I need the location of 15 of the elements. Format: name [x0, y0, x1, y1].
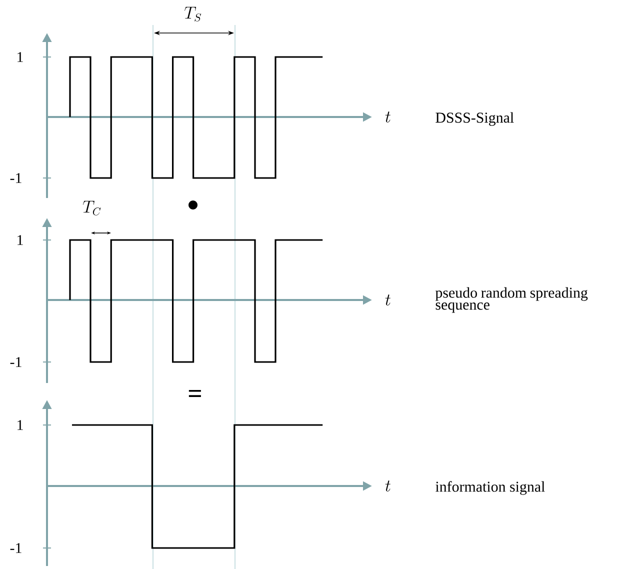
axis-label: $t$: [385, 294, 390, 306]
axis-label: $t$: [385, 112, 390, 122]
equals-sign: =: [188, 390, 201, 397]
tick-label: 1: [18, 420, 23, 430]
tick-label: 1: [18, 235, 23, 245]
axis-label: $t$: [385, 480, 390, 492]
signal-label: information signal: [436, 481, 545, 495]
signal-label: DSSS-Signal: [436, 112, 514, 126]
tick-label: -1: [10, 357, 22, 367]
signal-label: pseudo random spreading sequence: [435, 287, 588, 313]
period-label: $T_C$: [82, 200, 101, 216]
tick-label: 1: [18, 52, 23, 62]
period-label: $T_S$: [184, 6, 202, 22]
tick-label: -1: [10, 543, 22, 553]
tick-label: -1: [10, 173, 22, 183]
